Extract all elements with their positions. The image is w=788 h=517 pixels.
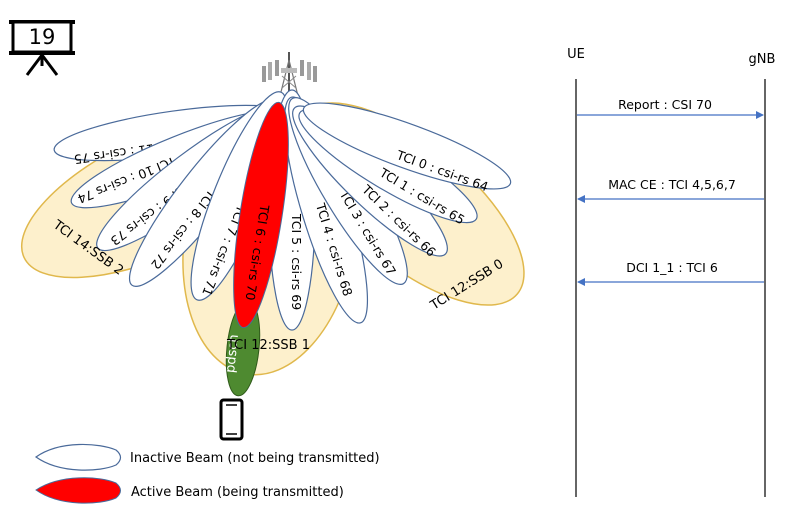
gnb-lifeline-label: gNB [749, 52, 776, 67]
message-dci: DCI 1_1 : TCI 6 [577, 260, 764, 286]
legend-inactive-label: Inactive Beam (not being transmitted) [130, 451, 380, 466]
slide-number-badge: 19 [9, 20, 75, 76]
message-report-csi: Report : CSI 70 [577, 97, 764, 119]
slide-number: 19 [29, 25, 56, 49]
beam-label: TCI 5 : csi-rs 69 [289, 213, 304, 310]
legend-active-label: Active Beam (being transmitted) [131, 485, 344, 500]
message-mac-ce: MAC CE : TCI 4,5,6,7 [577, 177, 764, 203]
ue-lifeline-label: UE [567, 47, 585, 62]
phone-icon [219, 398, 244, 441]
message-label: DCI 1_1 : TCI 6 [626, 260, 718, 275]
pdsch-label: pdsch [223, 334, 242, 374]
ssb-label-center: TCI 12:SSB 1 [226, 338, 310, 353]
legend-active-swatch [35, 477, 121, 504]
message-label: Report : CSI 70 [618, 97, 712, 112]
legend: Inactive Beam (not being transmitted) Ac… [34, 443, 380, 504]
legend-inactive-swatch [34, 443, 122, 471]
sequence-diagram: UE gNB Report : CSI 70 MAC CE : TCI 4,5,… [567, 47, 775, 497]
pdsch-beam: pdsch [223, 299, 261, 397]
cell-tower-icon [262, 52, 317, 97]
message-label: MAC CE : TCI 4,5,6,7 [608, 177, 736, 192]
